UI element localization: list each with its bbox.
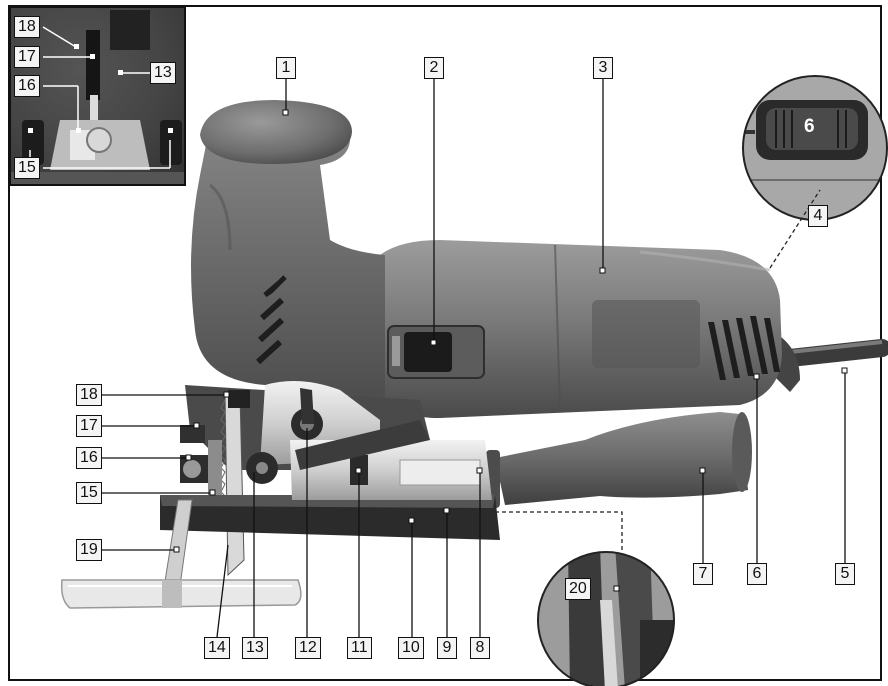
callout-20: 20: [565, 578, 591, 600]
callout-1: 1: [276, 57, 296, 79]
detail-zoom-20: [537, 551, 675, 686]
inset-callout-16: 16: [14, 75, 40, 97]
callout-10: 10: [398, 637, 424, 659]
dust-extraction-adapter: [486, 412, 752, 508]
callout-3: 3: [593, 57, 613, 79]
inset-callout-18: 18: [14, 16, 40, 38]
inset-callout-15: 15: [14, 157, 40, 179]
inset-callout-17: 17: [14, 46, 40, 68]
callout-11: 11: [347, 637, 372, 659]
callout-6: 6: [747, 563, 767, 585]
callout-17: 17: [76, 415, 102, 437]
leader-lines: [102, 79, 846, 638]
callout-18: 18: [76, 384, 102, 406]
callout-9: 9: [437, 637, 457, 659]
power-cable: [770, 330, 888, 392]
leader-dots: [173, 109, 848, 592]
speed-dial-zoom: [742, 75, 888, 221]
callout-14: 14: [204, 637, 230, 659]
handle-vents: [255, 275, 287, 365]
handle: [191, 100, 385, 400]
callout-8: 8: [470, 637, 490, 659]
zoom-connector-lines: [495, 189, 821, 555]
callout-16: 16: [76, 447, 102, 469]
callout-4: 4: [808, 205, 828, 227]
inset-callout-13: 13: [150, 62, 176, 84]
ventilation-slots: [708, 316, 780, 380]
callout-19: 19: [76, 539, 102, 561]
callout-15: 15: [76, 482, 102, 504]
callout-2: 2: [424, 57, 444, 79]
speed-dial-value: 6: [804, 116, 815, 137]
callout-12: 12: [295, 637, 321, 659]
callout-7: 7: [693, 563, 713, 585]
callout-5: 5: [835, 563, 855, 585]
on-off-switch: [387, 325, 485, 379]
base-plate: [160, 420, 500, 540]
callout-13: 13: [242, 637, 268, 659]
